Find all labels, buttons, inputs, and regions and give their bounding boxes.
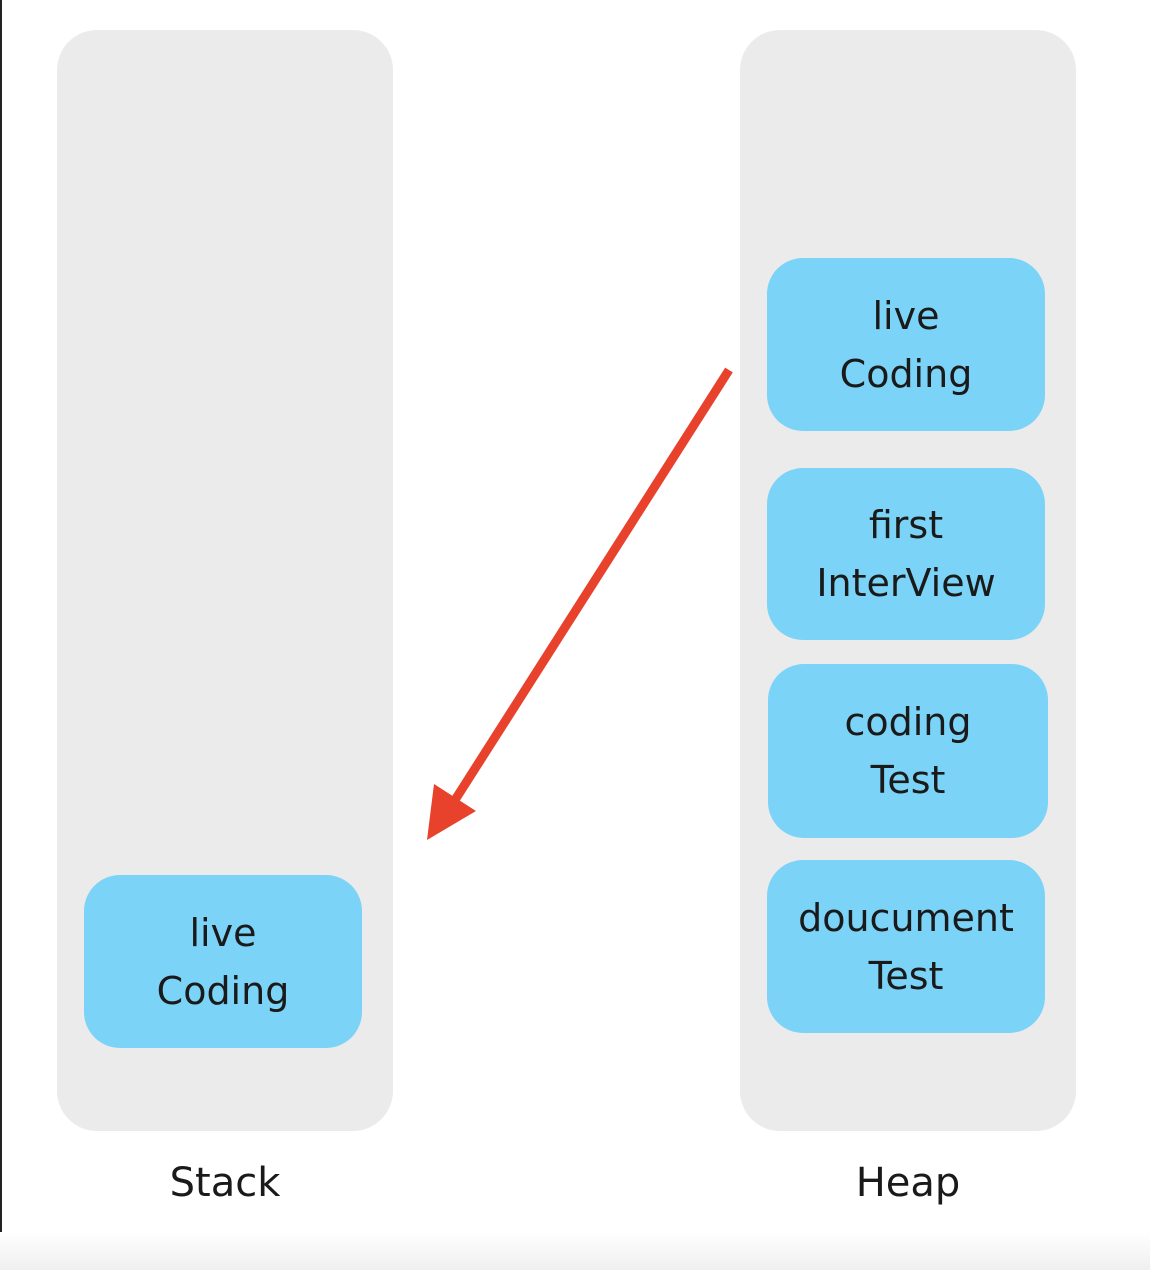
heap-item-live-coding: live Coding: [767, 258, 1045, 431]
bottom-edge-shade: [0, 1232, 1150, 1270]
heap-item-line1: doucument: [798, 895, 1014, 940]
heap-item-line2: InterView: [816, 561, 996, 605]
heap-item-line2: Test: [868, 953, 944, 998]
arrow-head: [427, 784, 476, 840]
heap-item-first-interview: first InterView: [767, 468, 1045, 640]
heap-item-line2: Coding: [839, 351, 973, 396]
heap-label: Heap: [855, 1160, 961, 1206]
stack-item-line1: live: [189, 910, 257, 955]
heap-item-document-test: doucument Test: [767, 860, 1045, 1033]
heap-item-coding-test: coding Test: [768, 664, 1048, 838]
heap-item-line1: first: [868, 503, 944, 547]
stack-item-live-coding: live Coding: [84, 875, 362, 1048]
heap-item-line2: Test: [870, 758, 946, 802]
heap-item-line1: live: [872, 293, 940, 338]
heap-item-line1: coding: [844, 700, 972, 744]
stack-label: Stack: [169, 1160, 281, 1206]
arrow-shaft: [451, 367, 733, 803]
stack-item-line2: Coding: [156, 968, 290, 1013]
left-edge-border: [0, 0, 2, 1240]
